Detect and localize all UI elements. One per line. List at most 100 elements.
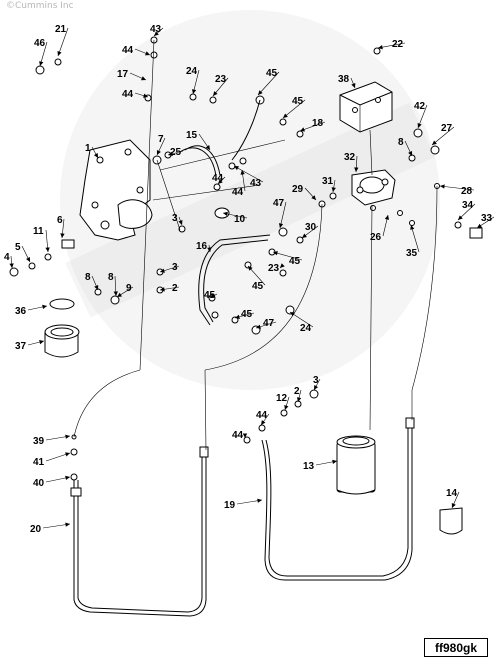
callout-number: 13 <box>303 461 315 472</box>
callout-30: 30 <box>301 222 319 239</box>
arrowhead <box>235 314 240 319</box>
copyright-notice: ©Cummins Inc <box>6 1 74 11</box>
callout-number: 9 <box>126 283 132 294</box>
callout-number: 16 <box>196 241 208 252</box>
arrowhead <box>261 420 266 425</box>
leader-line <box>377 42 406 49</box>
callout-42: 42 <box>414 101 428 129</box>
callout-number: 35 <box>406 248 418 259</box>
arrowhead <box>65 434 70 439</box>
callout-number: 28 <box>461 186 473 197</box>
arrowhead <box>191 89 197 94</box>
callout-25: 25 <box>167 147 184 158</box>
arrowhead <box>65 475 70 481</box>
callout-8: 8 <box>85 272 99 291</box>
leader-line <box>282 99 306 119</box>
callout-number: 24 <box>186 66 198 77</box>
callout-number: 45 <box>292 96 304 107</box>
callout-number: 18 <box>312 118 324 129</box>
callout-45: 45 <box>204 290 218 301</box>
callout-number: 23 <box>215 74 227 85</box>
callout-21: 21 <box>55 24 69 57</box>
leader-line <box>439 185 475 191</box>
arrowhead <box>218 179 223 184</box>
callout-number: 5 <box>15 242 21 253</box>
callout-number: 4 <box>4 252 10 263</box>
callout-number: 8 <box>85 272 91 283</box>
arrowhead <box>207 247 212 252</box>
arrowhead <box>65 522 70 527</box>
callout-3: 3 <box>159 262 180 273</box>
arrowhead <box>160 287 165 292</box>
arrowhead <box>60 233 65 238</box>
callout-number: 44 <box>122 89 134 100</box>
arrowhead <box>273 251 278 256</box>
callout-45: 45 <box>234 309 255 320</box>
callout-8: 8 <box>108 272 118 297</box>
callout-28: 28 <box>439 184 475 197</box>
callout-12: 12 <box>276 393 290 411</box>
callout-47: 47 <box>255 318 277 329</box>
callout-1: 1 <box>85 143 99 159</box>
callout-number: 44 <box>122 45 134 56</box>
callout-number: 24 <box>300 323 312 334</box>
callout-2: 2 <box>294 386 302 403</box>
arrowhead <box>9 263 14 268</box>
arrowhead <box>384 215 390 220</box>
callout-number: 34 <box>462 200 474 211</box>
callout-43: 43 <box>233 165 264 189</box>
arrowhead <box>223 211 228 217</box>
callout-17: 17 <box>117 69 147 81</box>
callout-47: 47 <box>273 198 287 229</box>
arrowhead <box>45 247 50 252</box>
hoses <box>70 99 415 617</box>
leader-line <box>431 126 455 146</box>
arrowhead <box>302 233 307 238</box>
arrowhead <box>332 459 337 464</box>
arrowhead <box>117 292 122 297</box>
callout-29: 29 <box>292 184 317 201</box>
callout-26: 26 <box>370 214 390 243</box>
callout-number: 30 <box>305 222 317 233</box>
arrowhead <box>283 113 288 118</box>
callouts: 1233345678889101112131415161718192021222… <box>4 24 495 535</box>
callout-number: 2 <box>172 283 178 294</box>
callout-number: 33 <box>481 213 493 224</box>
callout-number: 37 <box>15 341 27 352</box>
callout-number: 25 <box>170 147 182 158</box>
arrowhead <box>168 151 173 156</box>
leader-line <box>42 523 71 529</box>
callout-7: 7 <box>156 134 166 156</box>
callout-number: 12 <box>276 393 288 404</box>
callout-number: 44 <box>232 187 244 198</box>
arrowhead <box>210 293 215 298</box>
callout-43: 43 <box>150 24 164 37</box>
arrowhead <box>160 268 165 273</box>
callout-9: 9 <box>116 283 134 298</box>
leader-line <box>289 311 314 328</box>
callout-3: 3 <box>172 213 183 226</box>
callout-number: 39 <box>33 436 45 447</box>
callout-40: 40 <box>33 475 71 489</box>
arrowhead <box>477 223 482 228</box>
callout-14: 14 <box>446 488 460 509</box>
callout-number: 3 <box>172 213 178 224</box>
callout-number: 38 <box>338 74 350 85</box>
callout-6: 6 <box>57 215 65 239</box>
callout-27: 27 <box>431 123 455 146</box>
fuel-filter <box>336 435 376 495</box>
arrowhead <box>93 153 98 158</box>
callout-number: 7 <box>158 134 164 145</box>
callout-24: 24 <box>186 66 200 95</box>
callout-number: 26 <box>370 232 382 243</box>
callout-number: 23 <box>268 263 280 274</box>
callout-number: 11 <box>33 226 44 237</box>
arrowhead <box>278 223 284 228</box>
arrowhead <box>300 127 305 132</box>
arrowhead <box>351 83 356 88</box>
arrowhead <box>248 266 253 271</box>
callout-number: 42 <box>414 101 426 112</box>
arrowhead <box>458 215 463 220</box>
filter-element <box>44 324 80 358</box>
arrowhead <box>145 51 150 56</box>
